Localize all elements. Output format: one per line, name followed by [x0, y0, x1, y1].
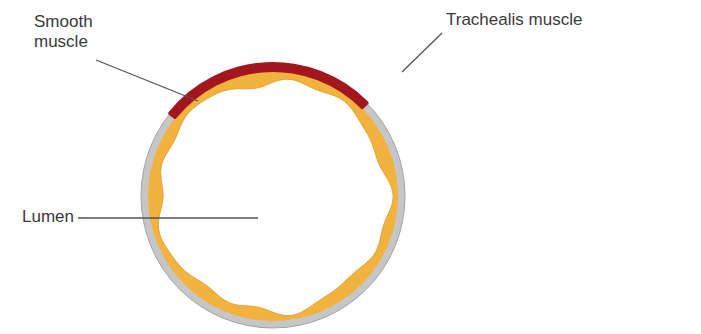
part-label: Trachealis muscle	[446, 10, 686, 30]
smooth-muscle-layer	[148, 71, 398, 321]
part-label: Smooth muscle	[34, 12, 114, 52]
trachealis-band	[168, 62, 368, 119]
trachealis-group	[168, 62, 368, 119]
lumen-space	[158, 79, 393, 315]
leader-line	[96, 60, 198, 101]
leader-line	[402, 33, 442, 72]
leader-line	[78, 217, 258, 218]
lumen-group	[158, 79, 393, 315]
part-label: Lumen	[22, 207, 92, 227]
